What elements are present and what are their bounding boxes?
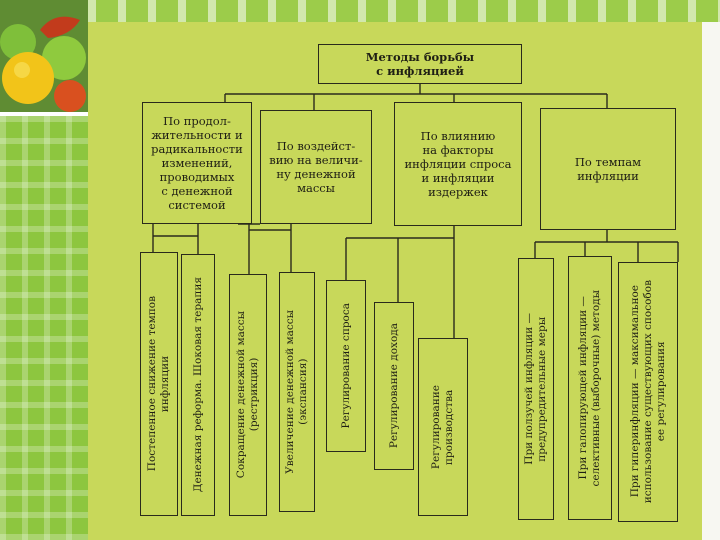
method-money-expansion: Увеличение денежной массы (экспансия)	[279, 272, 315, 512]
method-income-regulation: Регулирование дохода	[374, 302, 414, 470]
category-money-supply: По воздейст- вию на величи- ну денежной …	[260, 110, 372, 224]
method-money-restriction: Сокращение денежной массы (рестрикция)	[229, 274, 267, 516]
diagram-connectors	[152, 84, 679, 338]
category-duration: По продол- жительности и радикальности и…	[142, 102, 252, 224]
method-gradual-reduction: Постепенное снижение темпов инфляции	[140, 252, 178, 516]
category-inflation-rate: По темпам инфляции	[540, 108, 676, 230]
decorative-top-band	[88, 0, 720, 22]
method-hyperinflation: При гиперинфляции — максимальное использ…	[618, 262, 678, 522]
fruit-image	[0, 0, 88, 112]
method-demand-regulation: Регулирование спроса	[326, 280, 366, 452]
diagram-title: Методы борьбы с инфляцией	[318, 44, 522, 84]
category-demand-cost-factors: По влиянию на факторы инфляции спроса и …	[394, 102, 522, 226]
classification-diagram: Методы борьбы с инфляцией По продол- жит…	[88, 22, 702, 540]
method-monetary-reform: Денежная реформа. Шоковая терапия	[181, 254, 215, 516]
method-galloping-inflation: При галопирующей инфляции — селективные …	[568, 256, 612, 520]
decorative-divider	[0, 112, 88, 116]
method-production-regulation: Регулирование производства	[418, 338, 468, 516]
decorative-right-margin	[702, 22, 720, 540]
method-creeping-inflation: При ползучей инфляции — предупредительны…	[518, 258, 554, 520]
